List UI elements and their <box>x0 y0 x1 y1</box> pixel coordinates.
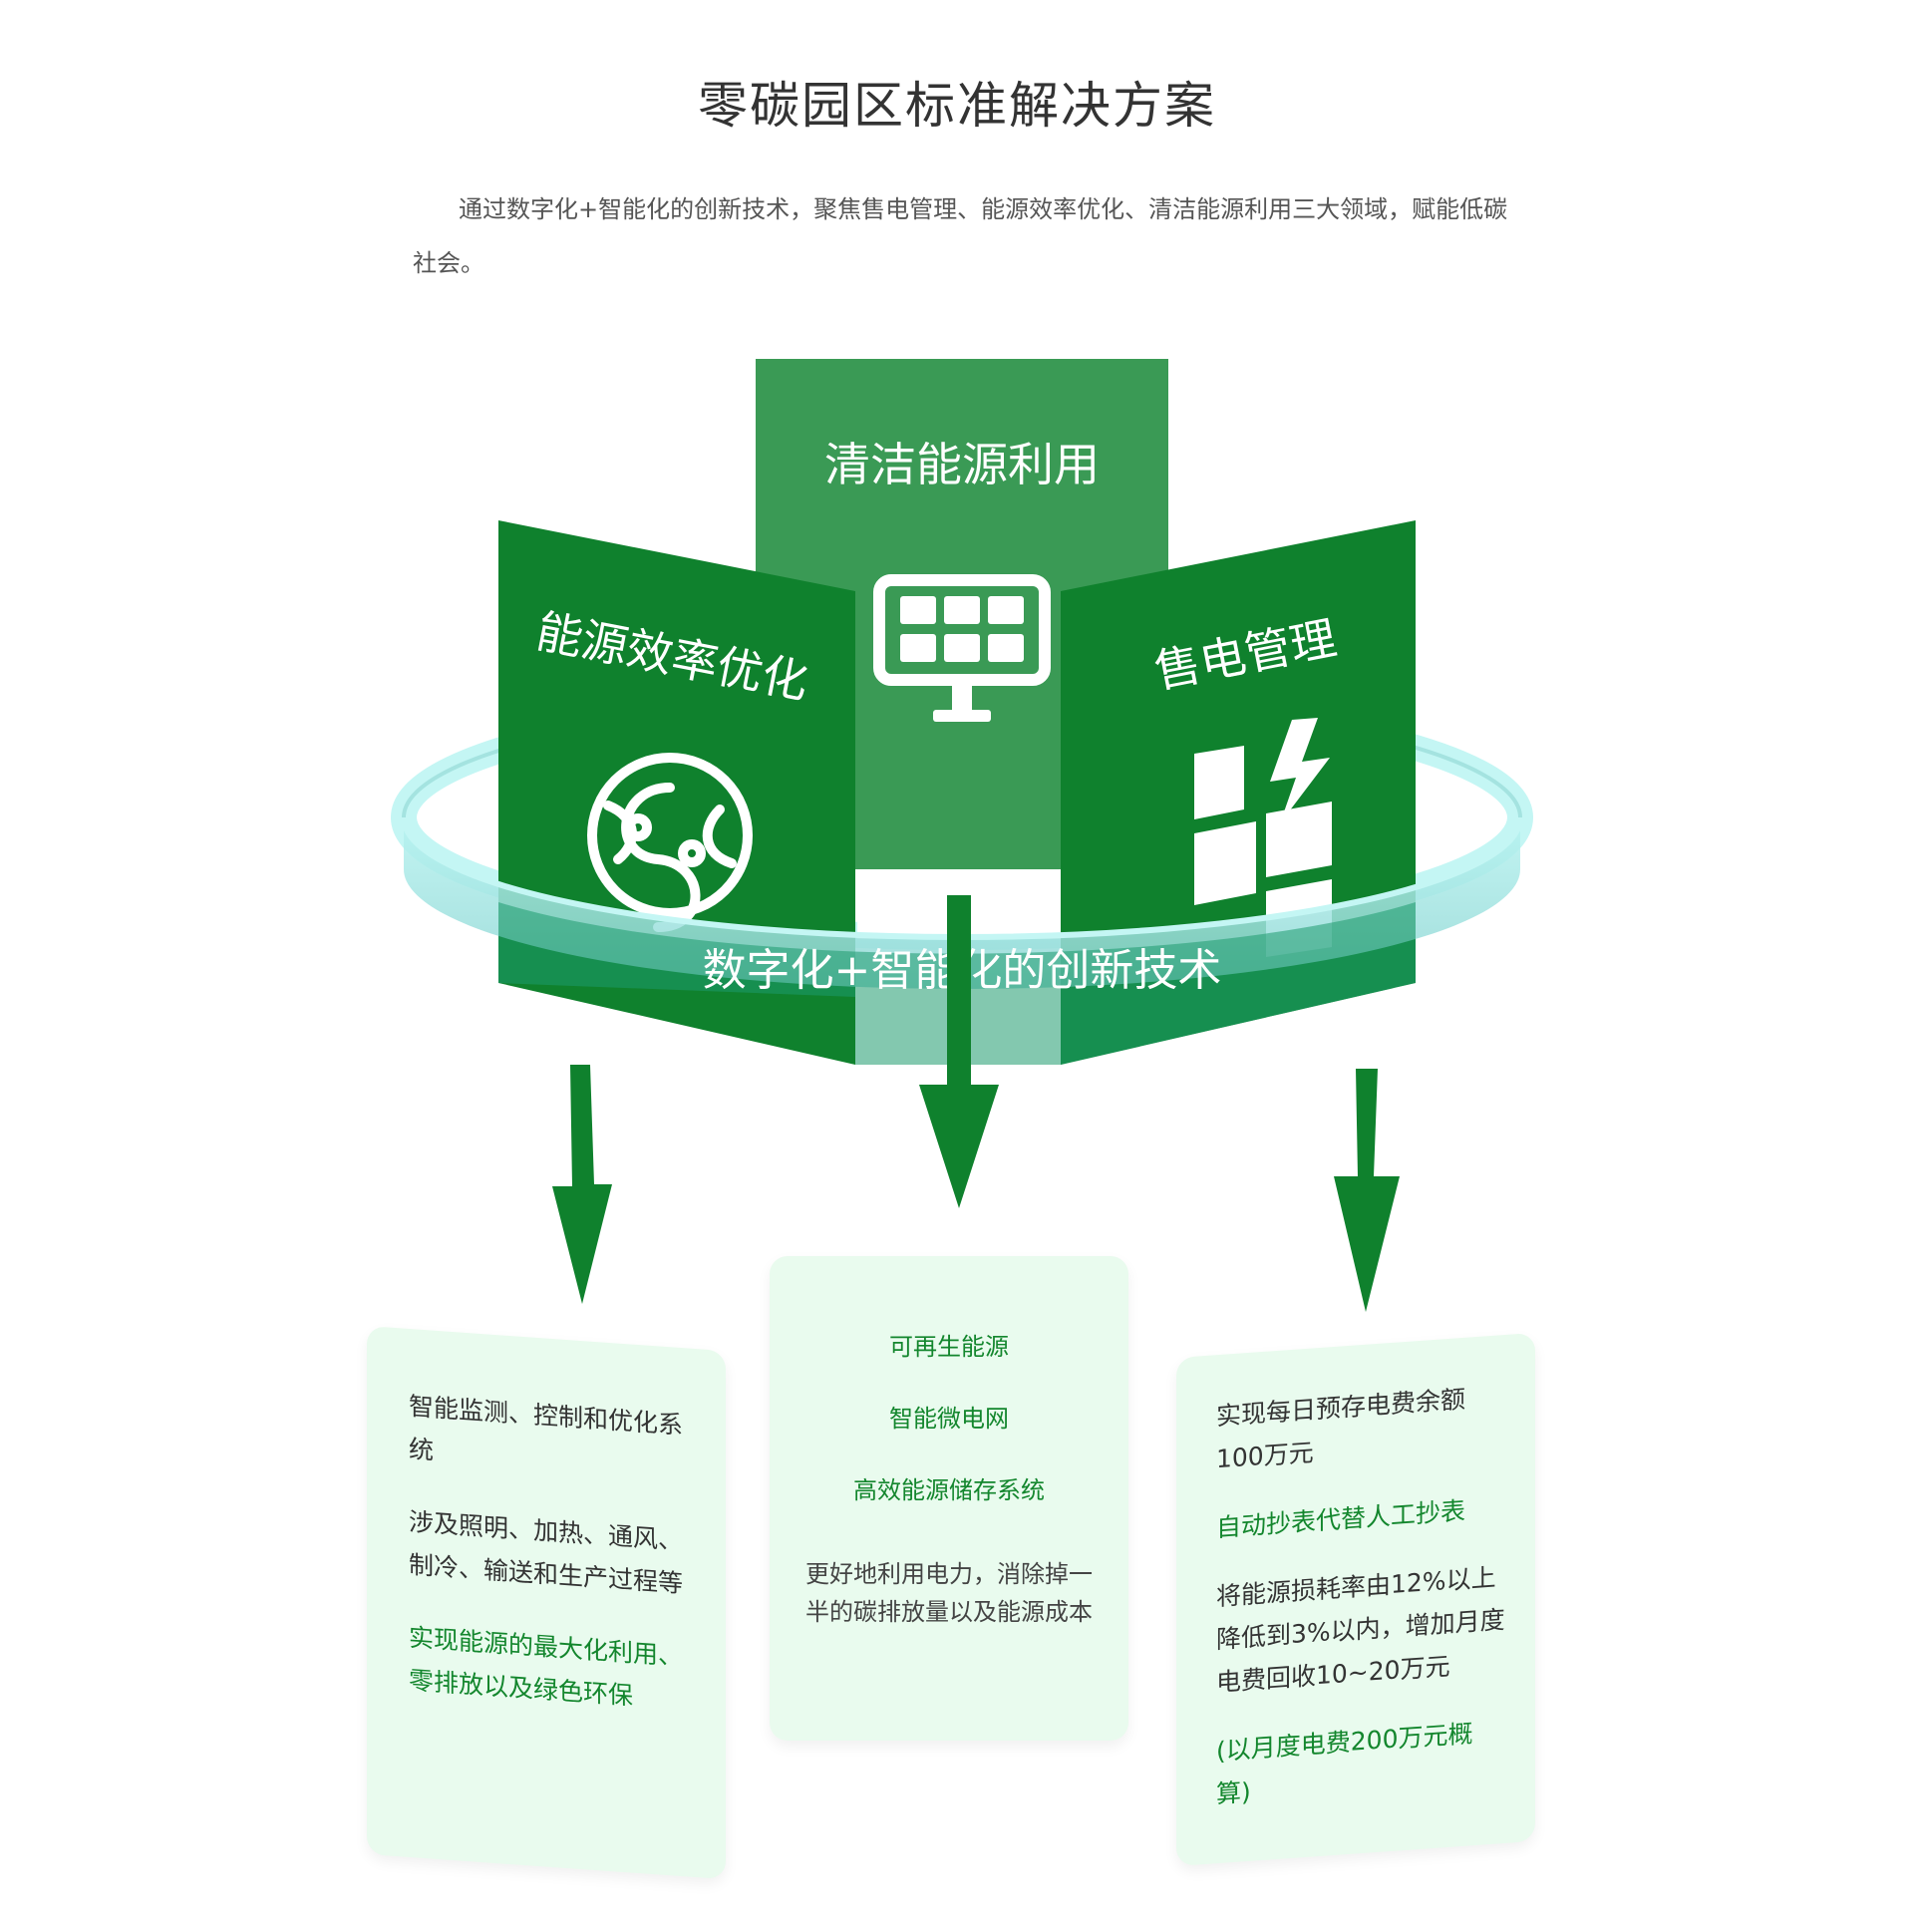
card-right-line4: (以月度电费200万元概算) <box>1216 1719 1473 1809</box>
arrow-right <box>1334 1069 1400 1312</box>
card-mid-item3: 高效能源储存系统 <box>853 1476 1045 1504</box>
card-right-line2: 自动抄表代替人工抄表 <box>1216 1495 1466 1543</box>
card-right-line3: 将能源损耗率由12%以上降低到3%以内，增加月度电费回收10~20万元 <box>1216 1562 1505 1698</box>
panel-clean-energy-title: 清洁能源利用 <box>824 438 1100 491</box>
card-left-line3: 实现能源的最大化利用、零排放以及绿色环保 <box>409 1622 684 1711</box>
card-mid-note: 更好地利用电力，消除掉一半的碳排放量以及能源成本 <box>805 1560 1093 1626</box>
solar-panel-icon <box>873 574 1051 722</box>
card-left-line1: 智能监测、控制和优化系统 <box>409 1391 684 1465</box>
card-clean-energy: 可再生能源 智能微电网 高效能源储存系统 更好地利用电力，消除掉一半的碳排放量以… <box>770 1256 1128 1741</box>
card-right-line1: 实现每日预存电费余额100万元 <box>1216 1384 1466 1474</box>
card-mid-item2: 智能微电网 <box>889 1405 1009 1433</box>
card-left-line2: 涉及照明、加热、通风、制冷、输送和生产过程等 <box>409 1506 684 1599</box>
arrow-middle <box>919 895 999 1208</box>
card-mid-item1: 可再生能源 <box>889 1333 1009 1361</box>
arrow-left <box>552 1065 612 1304</box>
card-electricity-sales: 实现每日预存电费余额100万元 自动抄表代替人工抄表 将能源损耗率由12%以上降… <box>1176 1332 1535 1866</box>
circuit-swirl-icon <box>587 753 753 932</box>
page-title: 零碳园区标准解决方案 <box>698 77 1216 135</box>
page-description: 通过数字化+智能化的创新技术，聚焦售电管理、能源效率优化、清洁能源利用三大领域，… <box>413 195 1508 277</box>
card-energy-efficiency: 智能监测、控制和优化系统 涉及照明、加热、通风、制冷、输送和生产过程等 实现能源… <box>367 1326 726 1880</box>
